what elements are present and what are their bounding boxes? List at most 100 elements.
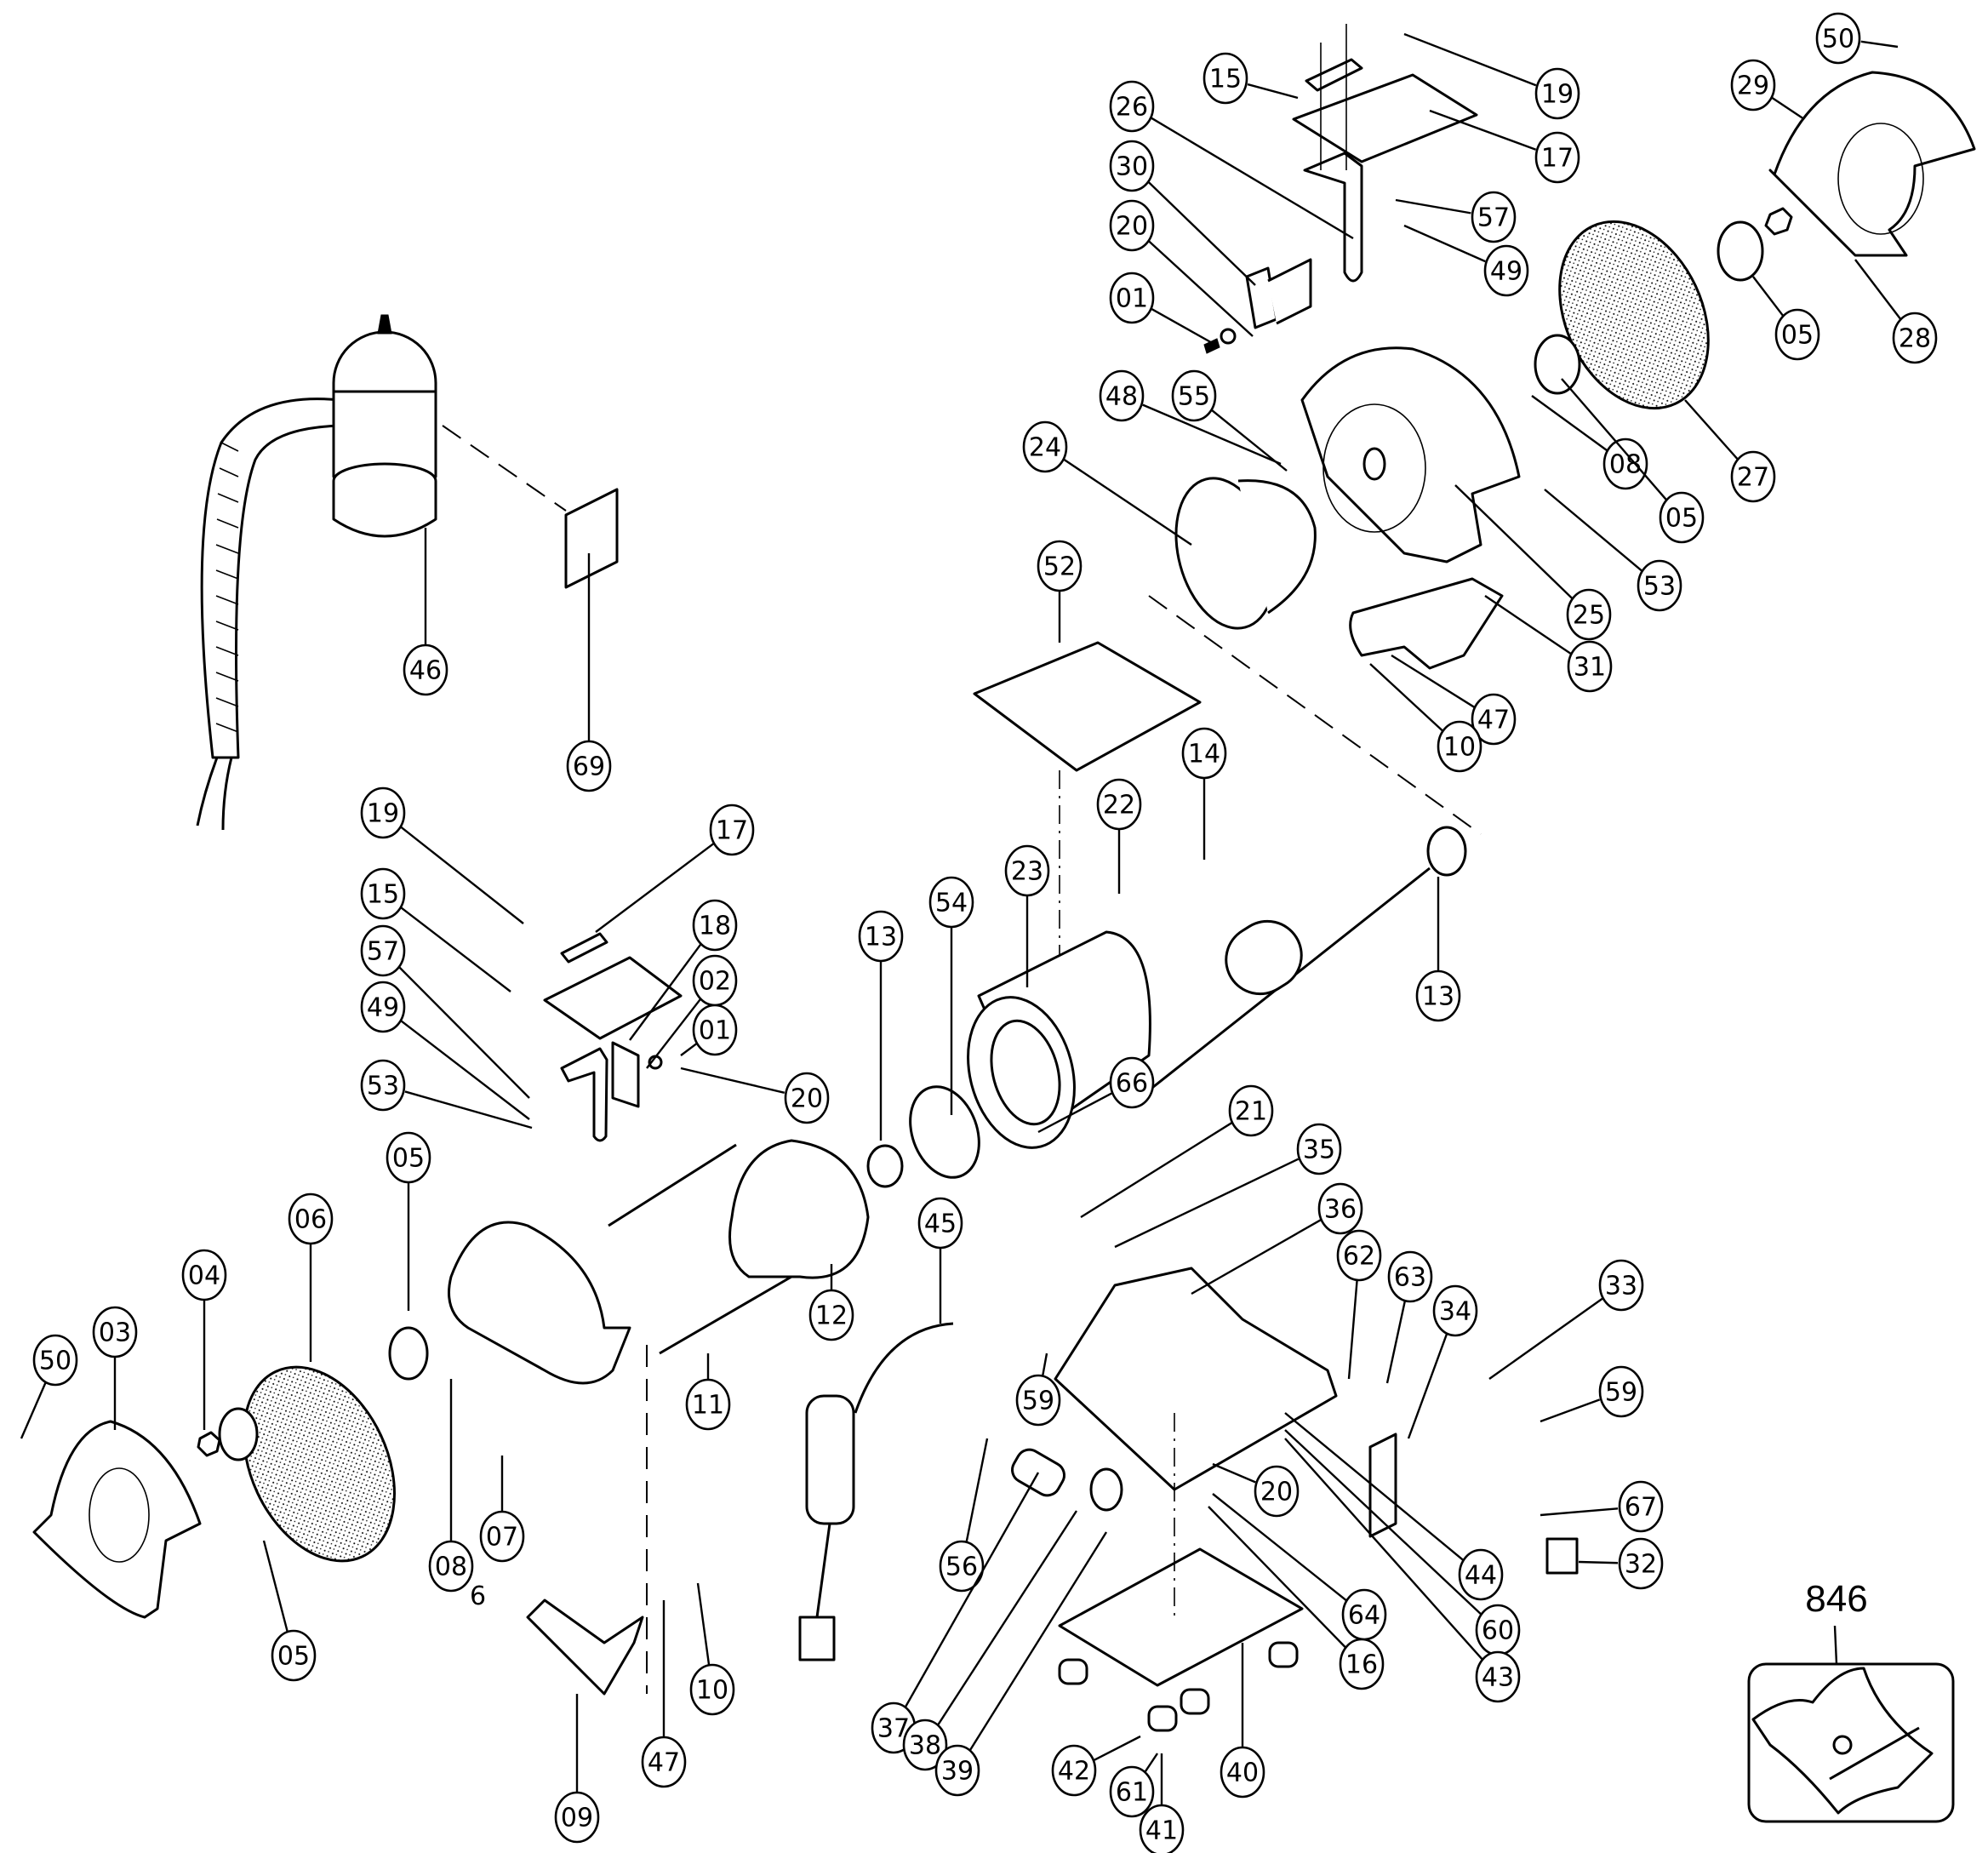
callout-leader <box>696 1582 711 1667</box>
lamp-shield-icon <box>564 488 619 589</box>
callout-number: 44 <box>1465 1561 1497 1591</box>
callout-leader <box>1143 1753 1158 1774</box>
callout-62: 62 <box>1336 1229 1382 1380</box>
callout-35: 35 <box>1114 1123 1342 1249</box>
callout-44: 44 <box>1284 1412 1504 1601</box>
callout-leader <box>1752 276 1785 317</box>
callout-leader <box>1148 240 1254 337</box>
callout-number: 17 <box>716 816 748 846</box>
callout-bubble <box>1730 59 1776 112</box>
callout-bubble <box>1483 244 1529 297</box>
callout-bubble <box>1437 720 1482 773</box>
callout-number: 59 <box>1605 1378 1637 1408</box>
grinding-wheel-right-icon <box>1558 220 1710 410</box>
part-drawings: 6 846 <box>32 24 1976 1823</box>
power-cord-icon <box>798 1322 954 1661</box>
callout-55: 55 <box>1171 369 1288 472</box>
callout-number: 69 <box>573 752 605 782</box>
callout-bubble <box>360 981 406 1033</box>
callout-57: 57 <box>1395 191 1517 243</box>
callout-leader <box>1391 654 1475 708</box>
callout-number: 02 <box>699 967 731 997</box>
callout-50: 50 <box>20 1334 78 1439</box>
callout-leader <box>595 843 715 933</box>
callout-leader <box>1347 1278 1358 1380</box>
callout-16: 16 <box>1208 1506 1385 1690</box>
callout-bubble <box>1730 450 1776 503</box>
callout-01: 01 <box>1109 272 1216 346</box>
callout-bubble <box>1339 1638 1385 1690</box>
callout-bubble <box>1471 693 1517 746</box>
callout-leader <box>1211 409 1288 472</box>
callout-number: 06 <box>294 1205 327 1235</box>
callout-leader <box>1429 109 1537 151</box>
callout-leader <box>1540 1507 1619 1517</box>
callout-leader <box>1114 1158 1300 1249</box>
through-bolt-upper-icon <box>608 1143 737 1227</box>
tool-rest-right-icon <box>1349 577 1504 670</box>
callout-13: 13 <box>858 910 904 1141</box>
callout-number: 20 <box>1260 1478 1293 1507</box>
callout-bubble <box>1109 1056 1155 1109</box>
callout-number: 45 <box>924 1210 957 1239</box>
callout-bubble <box>692 899 738 952</box>
callout-leader <box>1531 395 1608 452</box>
callout-bubble <box>689 1663 735 1716</box>
callout-30: 30 <box>1109 140 1256 286</box>
callout-number: 25 <box>1573 601 1605 631</box>
flange-right-inner-icon <box>1534 334 1581 395</box>
callout-bubble <box>360 786 406 839</box>
callout-53: 53 <box>360 1059 533 1130</box>
callout-08: 08 <box>1531 395 1648 490</box>
callout-bubble <box>92 1306 138 1358</box>
callout-10: 10 <box>1369 663 1482 773</box>
callout-18: 18 <box>629 899 738 1041</box>
callout-number: 39 <box>941 1757 974 1787</box>
callout-24: 24 <box>1022 420 1192 546</box>
bearing-left-icon <box>866 1144 904 1188</box>
callout-22: 22 <box>1096 778 1142 894</box>
callout-leader <box>1454 484 1574 600</box>
callout-05: 05 <box>262 1540 317 1682</box>
callout-leader <box>404 1090 533 1130</box>
callout-number: 66 <box>1116 1069 1148 1099</box>
callout-47: 47 <box>641 1600 687 1788</box>
callout-bubble <box>1618 1537 1664 1590</box>
callout-bubble <box>1109 140 1155 192</box>
callout-bubble <box>1109 1765 1155 1818</box>
callout-number: 42 <box>1058 1757 1090 1787</box>
callout-number: 20 <box>791 1084 823 1114</box>
callout-66: 66 <box>1037 1056 1155 1134</box>
callout-number: 55 <box>1178 382 1210 412</box>
callout-40: 40 <box>1220 1643 1265 1799</box>
callout-leader <box>1037 1092 1112 1134</box>
callout-number: 05 <box>1781 321 1814 351</box>
callout-number: 47 <box>648 1748 680 1778</box>
callout-number: 17 <box>1541 144 1574 174</box>
callout-10: 10 <box>689 1582 735 1716</box>
callout-bubble <box>709 804 755 856</box>
callout-52: 52 <box>1037 540 1083 643</box>
callout-number: 20 <box>1116 212 1148 242</box>
callout-bubble <box>566 740 612 792</box>
callout-53: 53 <box>1544 489 1682 612</box>
callout-bubble <box>1203 52 1248 105</box>
callout-bubble <box>641 1736 687 1788</box>
callout-number: 26 <box>1116 93 1148 123</box>
callout-number: 13 <box>1422 982 1454 1012</box>
callout-number: 10 <box>696 1676 728 1706</box>
callout-56: 56 <box>939 1438 989 1593</box>
callout-number: 29 <box>1737 71 1769 101</box>
callout-bubble <box>403 643 448 696</box>
stray-mark: 6 <box>470 1581 486 1611</box>
callout-number: 49 <box>1490 257 1522 287</box>
callout-26: 26 <box>1109 80 1354 240</box>
callout-bubble <box>360 1059 406 1112</box>
callout-bubble <box>1475 1650 1521 1703</box>
hardware-kit: 846 <box>1747 1578 1955 1823</box>
callout-number: 36 <box>1324 1195 1357 1225</box>
callout-leader <box>1094 1735 1141 1761</box>
callout-leader <box>646 998 702 1069</box>
callout-number: 03 <box>99 1318 131 1348</box>
